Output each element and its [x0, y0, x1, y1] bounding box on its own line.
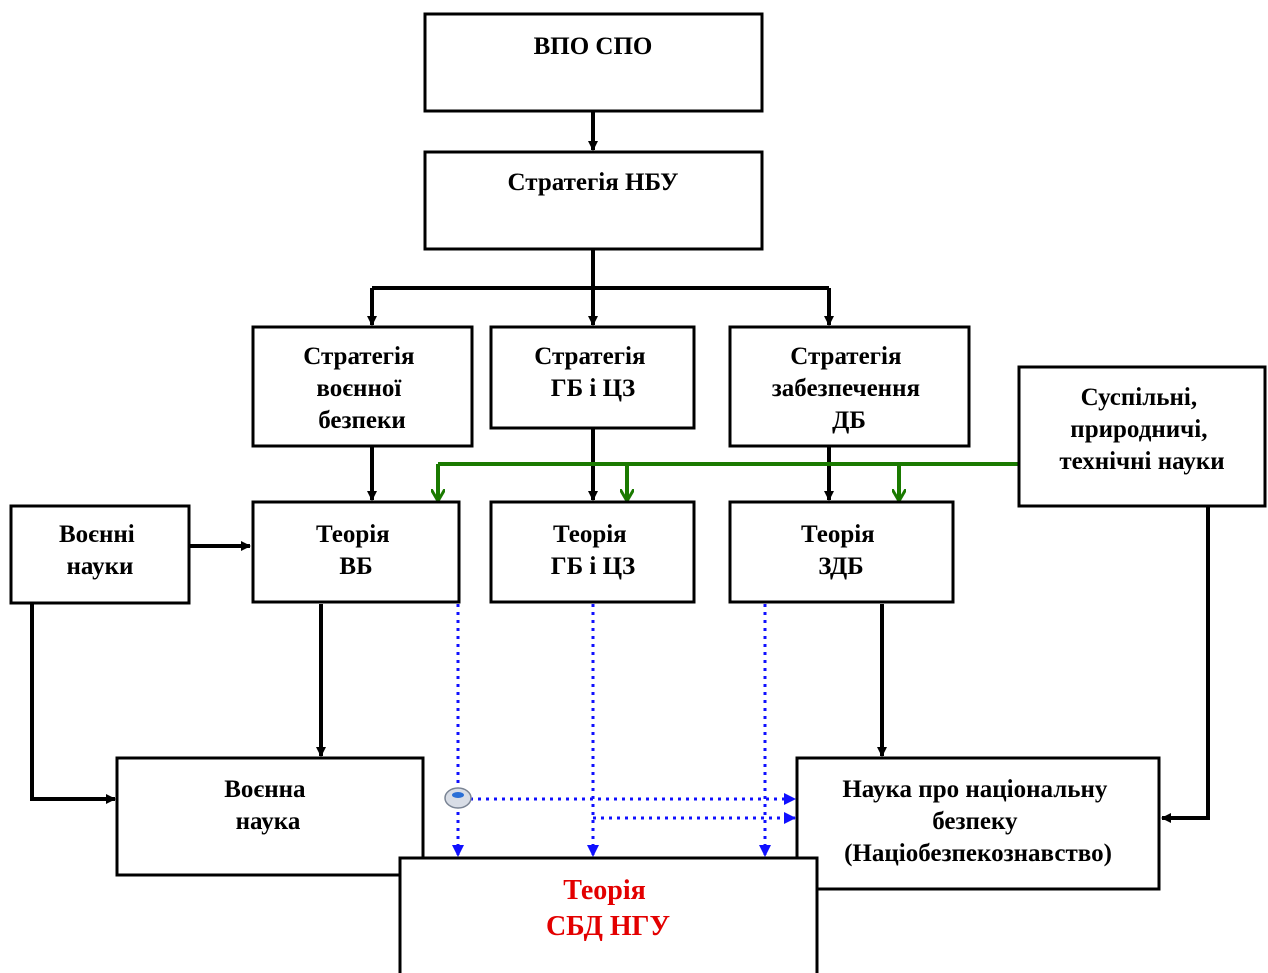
strategy-db-label: Стратегія забезпечення ДБ — [772, 343, 927, 434]
vpo-spo-label: ВПО СПО — [534, 33, 653, 60]
military-science-label: Воєнна наука — [224, 776, 312, 835]
theory-vb-label: Теорія ВБ — [316, 521, 396, 580]
node-theory-sbd-ngu — [398, 856, 819, 973]
node-strategy-db — [728, 325, 971, 448]
military-sciences-label: Воєнні науки — [59, 521, 141, 580]
social-sciences-label: Суспільні, природничі, технічні науки — [1059, 384, 1224, 475]
node-military-sciences — [9, 504, 191, 605]
node-social-sciences — [1017, 365, 1267, 508]
strategy-military-security-label: Стратегія воєнної безпеки — [303, 343, 421, 434]
strategy-nbu-label: Стратегія НБУ — [508, 169, 679, 196]
theory-zdb-label: Теорія ЗДБ — [801, 521, 881, 580]
arrow-social-sciences-to-national-science — [1161, 506, 1210, 823]
science-connectors — [438, 462, 1018, 500]
theory-connectors — [452, 604, 796, 857]
disk-icon — [444, 787, 472, 809]
hierarchy-connectors — [30, 111, 1210, 823]
theory-sbd-ngu-label: Теорія СБД НГУ — [546, 875, 670, 942]
node-vpo-spo — [423, 12, 764, 113]
node-theory-zdb — [728, 500, 955, 604]
node-strategy-military-security — [251, 325, 474, 448]
node-military-science — [115, 756, 425, 877]
node-national-security-science — [795, 756, 1161, 891]
national-security-science-label: Наука про національну безпеку (Націобезп… — [842, 776, 1113, 867]
node-theory-gb-cz — [489, 500, 696, 604]
node-theory-vb — [251, 500, 461, 604]
arrow-military-sciences-to-military-science — [30, 604, 116, 804]
node-strategy-gb-cz — [489, 325, 696, 430]
node-strategy-nbu — [423, 150, 764, 251]
theory-gb-cz-label: Теорія ГБ і ЦЗ — [551, 521, 636, 580]
node-labels: ВПО СПО Стратегія НБУ Стратегія воєнної … — [59, 33, 1225, 942]
strategy-gb-cz-label: Стратегія ГБ і ЦЗ — [534, 343, 652, 402]
